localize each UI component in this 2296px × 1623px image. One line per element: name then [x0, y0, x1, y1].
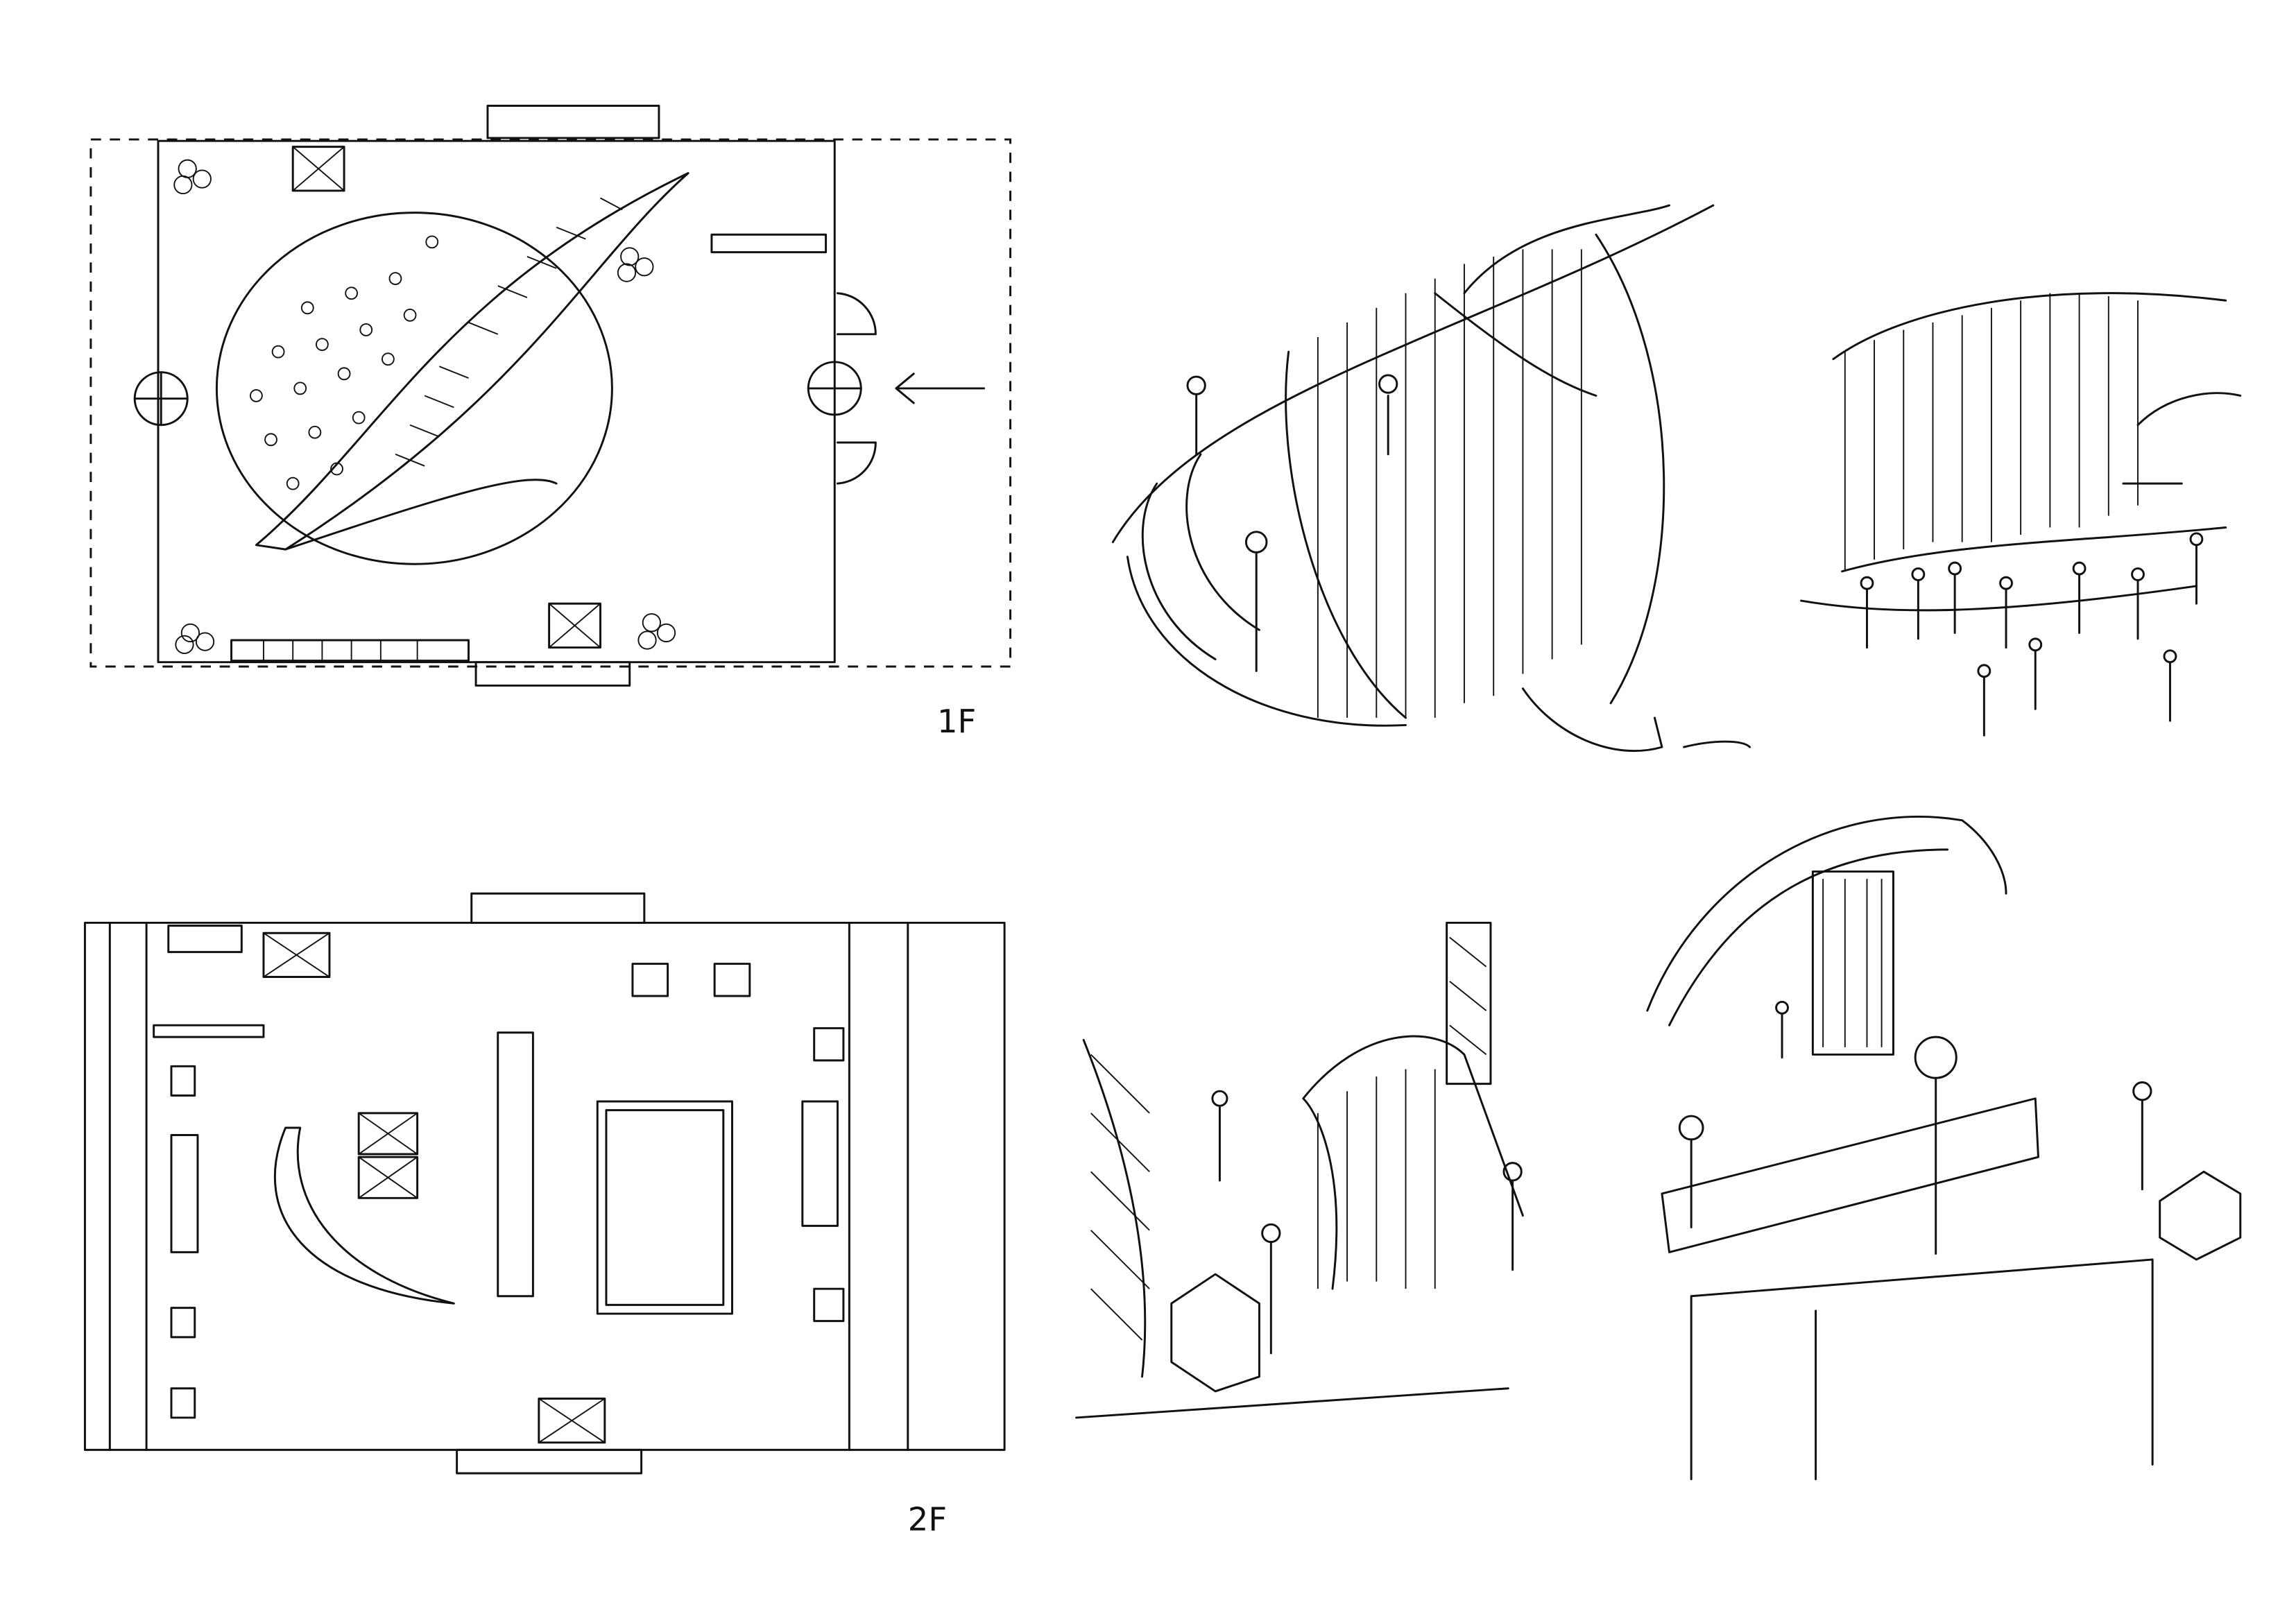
plan-2f: 2F	[83, 892, 1006, 1538]
elevator-2f	[262, 931, 606, 1444]
spiral-ramp-1f	[255, 172, 689, 551]
door-icon	[133, 292, 877, 485]
person-figure	[1678, 1000, 2152, 1255]
counter-1f	[710, 233, 828, 254]
stair-top-1f	[486, 105, 660, 139]
crowd-figures	[1860, 532, 2204, 737]
display-case	[170, 963, 845, 1419]
stair-bottom-2f	[456, 1448, 643, 1475]
perspective-curtain-wall	[1800, 292, 2242, 737]
entrance-arrow-icon	[895, 372, 986, 404]
perspective-balcony	[1646, 816, 2242, 1481]
site-boundary-2f	[83, 921, 1006, 1451]
elevator-1f	[291, 146, 601, 649]
floor-label-2f: 2F	[908, 1500, 947, 1538]
site-boundary-1f	[89, 138, 1012, 668]
plant-icon	[173, 159, 676, 654]
stair-top-2f	[470, 892, 646, 924]
round-hall-1f	[215, 212, 613, 565]
bench-1f	[230, 639, 470, 662]
stair-bottom-1f	[474, 661, 631, 687]
plan-1f: 1F	[89, 105, 1012, 740]
person-figure	[1211, 1090, 1523, 1355]
person-figure	[1186, 374, 1398, 672]
floor-label-1f: 1F	[937, 703, 976, 740]
building-outline-1f	[157, 139, 836, 664]
curved-ramp-2f	[274, 1126, 455, 1305]
box-figure	[1170, 1273, 1260, 1393]
perspective-ramp-tower	[1075, 921, 1524, 1419]
perspective-spiral-ramp	[1111, 204, 1751, 753]
balcony-railing	[1661, 1097, 2039, 1253]
seating-dots	[250, 235, 439, 490]
